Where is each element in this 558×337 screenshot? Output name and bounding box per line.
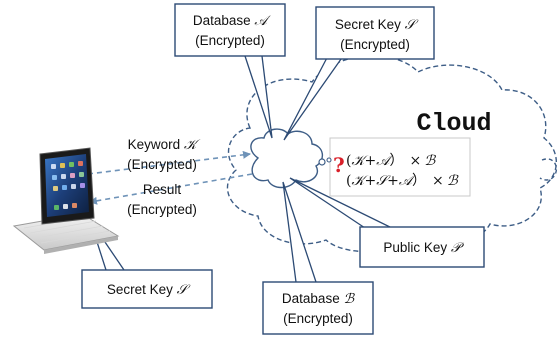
arrows [87, 150, 253, 205]
cloud-title: Cloud [416, 109, 491, 138]
box-secret-key-top: Secret Key 𝒮 (Encrypted) [315, 6, 435, 60]
secret-key-top-status: (Encrypted) [340, 37, 410, 52]
result-label: Result [143, 182, 182, 197]
keyword-symbol: 𝒦 [184, 137, 201, 153]
wedge-database-a [244, 55, 273, 139]
database-a-symbol: 𝒜 [254, 13, 271, 29]
database-a-status: (Encrypted) [195, 33, 265, 48]
secret-key-top-label: Secret Key [335, 17, 405, 32]
box-database-b: Database ℬ (Encrypted) [262, 281, 374, 335]
database-b-label: Database [282, 291, 344, 306]
svg-text:Public Key 𝒫: Public Key 𝒫 [383, 240, 465, 256]
box-database-a: Database 𝒜 (Encrypted) [174, 3, 286, 57]
ipad-device [12, 147, 120, 254]
wedge-public-key [289, 177, 397, 239]
keyword-arrow [87, 150, 251, 175]
database-b-symbol: ℬ [343, 291, 355, 307]
ipad-screen [45, 154, 89, 217]
database-a-label: Database [193, 13, 255, 28]
result-arrow [89, 173, 253, 205]
box-secret-key-bottom: Secret Key 𝒮 [81, 269, 213, 309]
result-status: (Encrypted) [127, 202, 197, 217]
keyword-arrow-label: Keyword 𝒦 (Encrypted) [127, 137, 201, 172]
wedge-database-b [282, 181, 317, 283]
callout-wedges [89, 51, 397, 283]
formula-group: ? (𝒦+𝒜）×ℬ (𝒦+𝒮+𝒜）×ℬ [333, 153, 459, 189]
formula-row-2: (𝒦+𝒮+𝒜）×ℬ [346, 173, 459, 189]
keyword-label: Keyword [128, 137, 184, 152]
svg-text:Keyword 𝒦: Keyword 𝒦 [128, 137, 201, 153]
box-public-key: Public Key 𝒫 [359, 226, 485, 268]
svg-text:Database ℬ: Database ℬ [282, 291, 356, 307]
small-cloud [250, 128, 332, 189]
svg-text:Secret Key 𝒮: Secret Key 𝒮 [107, 282, 191, 298]
formula-row-1: (𝒦+𝒜）×ℬ [346, 153, 436, 169]
secret-key-bottom-label: Secret Key [107, 282, 177, 297]
question-mark: ? [333, 153, 345, 177]
keyword-status: (Encrypted) [127, 157, 197, 172]
svg-text:Secret Key 𝒮: Secret Key 𝒮 [335, 17, 419, 33]
database-b-status: (Encrypted) [283, 311, 353, 326]
formula-panel [329, 137, 471, 197]
public-key-label: Public Key [383, 240, 451, 255]
result-arrow-label: Result (Encrypted) [127, 182, 197, 217]
wedge-secret-key-top [283, 51, 347, 141]
svg-text:Database 𝒜: Database 𝒜 [193, 13, 272, 29]
